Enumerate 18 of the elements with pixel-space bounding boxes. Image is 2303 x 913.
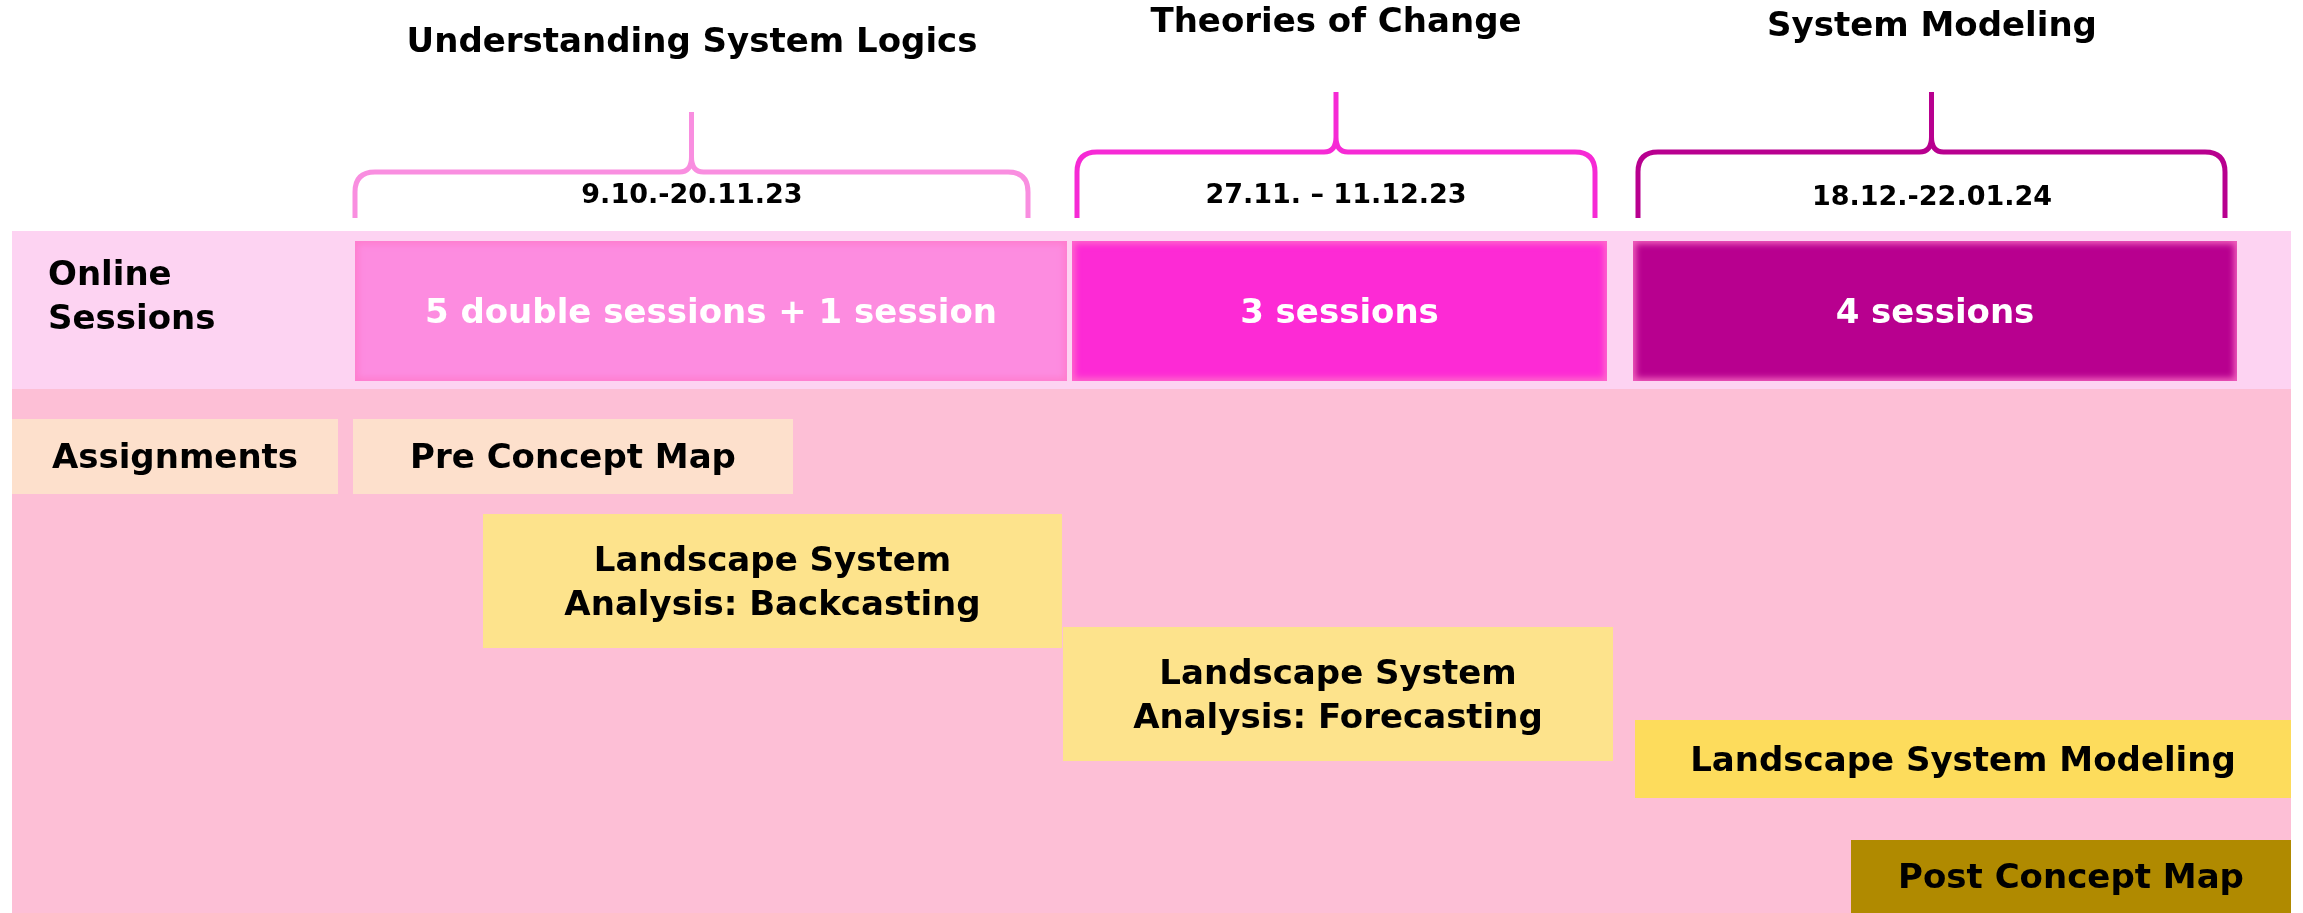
date-range: 18.12.-22.01.24 <box>1811 180 2053 211</box>
phase-title: Understanding System Logics <box>406 20 978 60</box>
task-box: Post Concept Map <box>1851 840 2291 913</box>
date-range: 9.10.-20.11.23 <box>581 178 803 209</box>
row-heading: Online Sessions <box>48 252 217 340</box>
phase-title: Theories of Change <box>1150 0 1522 40</box>
session-box: 5 double sessions + 1 session <box>355 241 1067 381</box>
date-range: 27.11. – 11.12.23 <box>1205 178 1467 209</box>
task-box: Landscape System Analysis: Backcasting <box>483 514 1062 648</box>
session-box: 4 sessions <box>1633 241 2237 381</box>
phase-title: System Modeling <box>1767 4 2097 44</box>
band <box>12 231 2291 389</box>
task-box: Assignments <box>12 419 338 494</box>
task-box: Pre Concept Map <box>353 419 793 494</box>
band <box>12 389 2291 913</box>
session-box: 3 sessions <box>1072 241 1607 381</box>
task-box: Landscape System Analysis: Forecasting <box>1063 627 1613 761</box>
task-box: Landscape System Modeling <box>1635 720 2291 798</box>
